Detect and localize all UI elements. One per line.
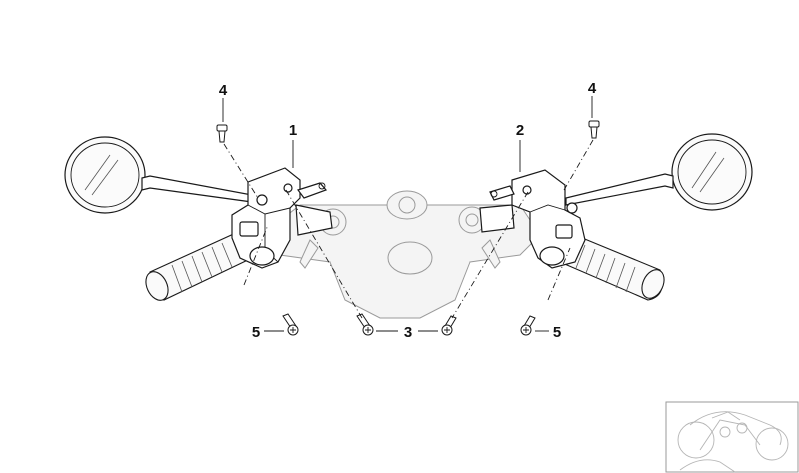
callout-3: 3 bbox=[404, 324, 412, 341]
screw-3-left bbox=[356, 313, 374, 336]
screw-4-left bbox=[216, 124, 228, 143]
callout-5-right: 5 bbox=[553, 324, 561, 341]
screw-3-right bbox=[441, 315, 457, 336]
assembly-lines bbox=[223, 139, 594, 319]
right-mirror bbox=[565, 133, 753, 211]
callout-4-left: 4 bbox=[219, 82, 228, 99]
callout-2: 2 bbox=[516, 122, 524, 139]
callout-5-left: 5 bbox=[252, 324, 260, 341]
leader-lines bbox=[222, 96, 593, 332]
screw-4-right bbox=[588, 120, 600, 139]
left-switch-unit bbox=[231, 167, 333, 269]
screw-5-left bbox=[282, 313, 299, 336]
callout-4-right: 4 bbox=[588, 80, 597, 97]
callout-1: 1 bbox=[289, 122, 297, 139]
right-grip bbox=[559, 234, 665, 301]
screw-5-right bbox=[520, 315, 536, 336]
left-grip bbox=[145, 231, 253, 301]
left-mirror bbox=[64, 136, 253, 214]
right-switch-unit bbox=[479, 169, 586, 269]
motorcycle-thumbnail bbox=[665, 401, 799, 473]
